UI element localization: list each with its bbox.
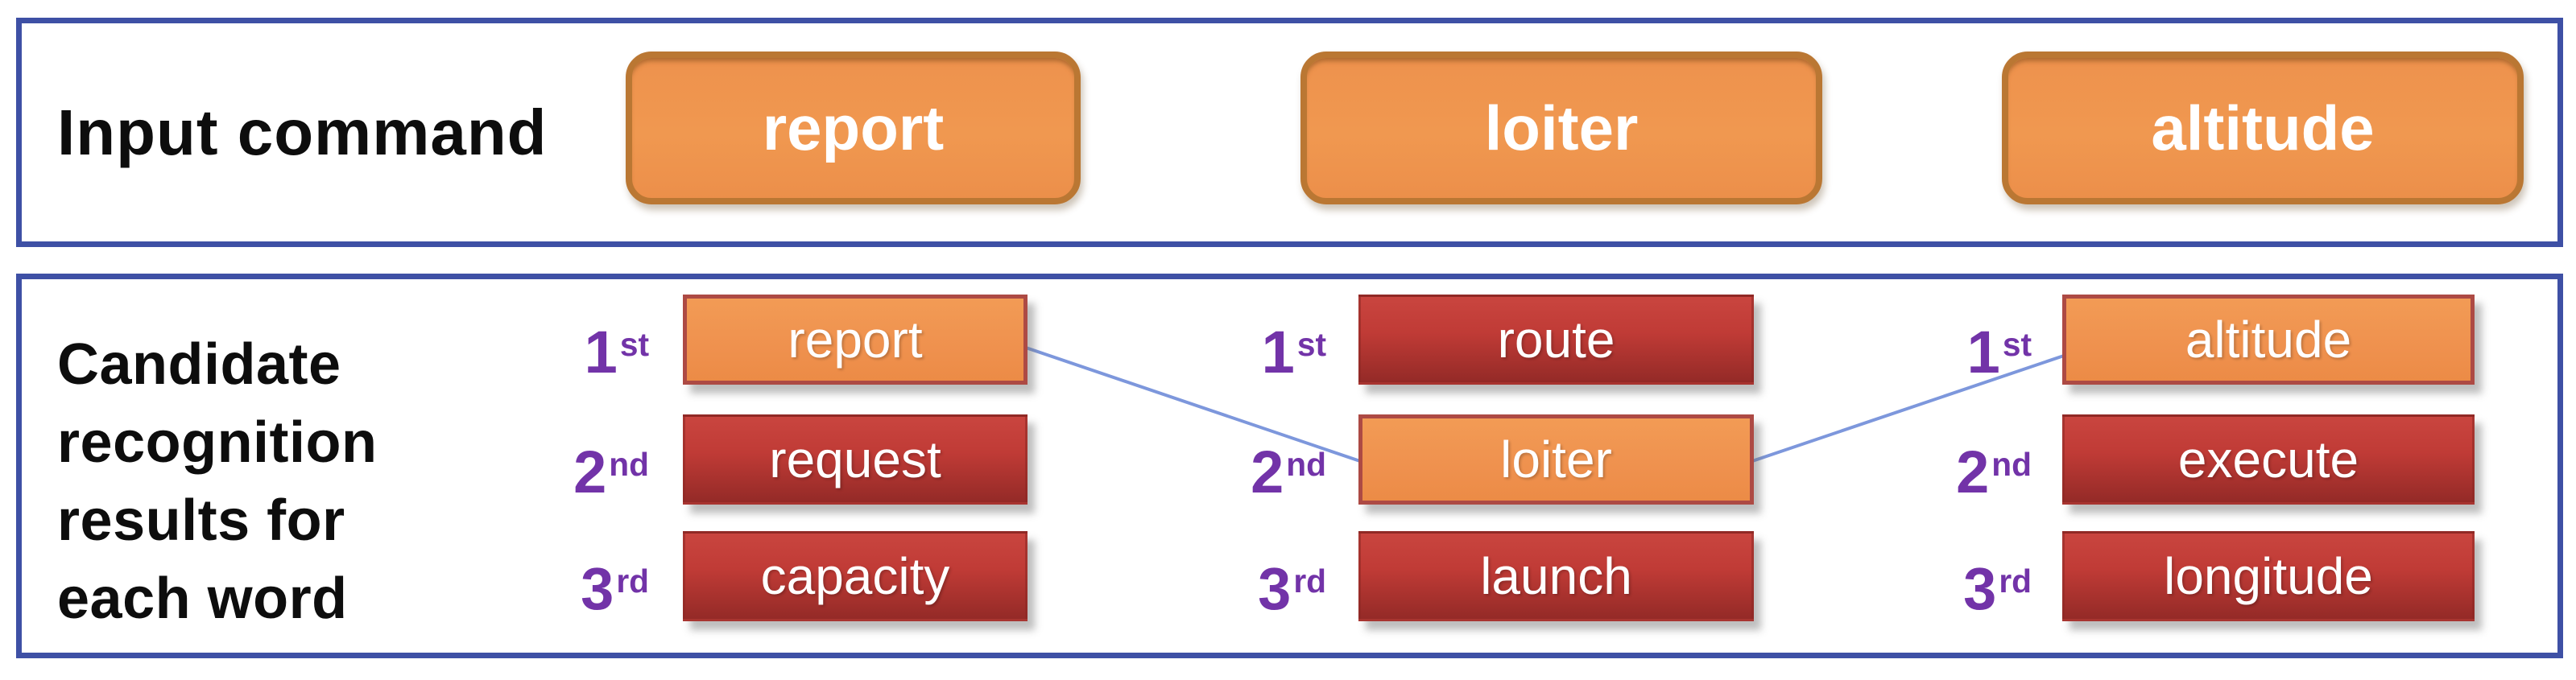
candidate-results-label-line: Candidate [57,332,341,397]
rank-suffix: rd [1999,563,2032,600]
input-command-altitude: altitude [2002,52,2524,204]
candidate-word1-rank2: request [683,414,1028,505]
candidate-word1-rank3: capacity [683,531,1028,621]
candidate-results-label-line: results for [57,488,345,553]
rank-suffix: st [1296,326,1326,364]
candidate-results-label-line: each word [57,567,348,631]
input-command-report: report [626,52,1081,204]
rank-suffix: st [619,326,649,364]
rank-suffix: rd [1293,563,1326,600]
rank-suffix: nd [1286,446,1326,484]
candidate-results-label-line: recognition [57,410,378,475]
rank-suffix: st [2002,326,2032,364]
candidate-word3-rank3: longitude [2062,531,2475,621]
input-command-loiter: loiter [1300,52,1822,204]
rank-suffix: nd [1991,446,2032,484]
rank-number: 2 [573,439,607,506]
input-command-label: Input command [57,96,548,168]
rank-number: 3 [1963,555,1997,623]
candidate-word3-rank2: execute [2062,414,2475,505]
rank-number: 3 [1258,555,1292,623]
candidate-word1-rank1: report [683,295,1028,385]
candidate-word2-rank1: route [1358,295,1754,385]
candidate-word3-rank1: altitude [2062,295,2475,385]
rank-number: 1 [1261,319,1295,386]
rank-suffix: nd [609,446,649,484]
rank-suffix: rd [616,563,649,600]
rank-number: 2 [1956,439,1990,506]
rank-number: 3 [581,555,614,623]
candidate-results-label: Candidate recognition results for each w… [57,326,378,638]
rank-number: 1 [584,319,618,386]
rank-number: 2 [1251,439,1284,506]
rank-number: 1 [1966,319,2000,386]
candidate-word2-rank3: launch [1358,531,1754,621]
candidate-word2-rank2: loiter [1358,414,1754,505]
